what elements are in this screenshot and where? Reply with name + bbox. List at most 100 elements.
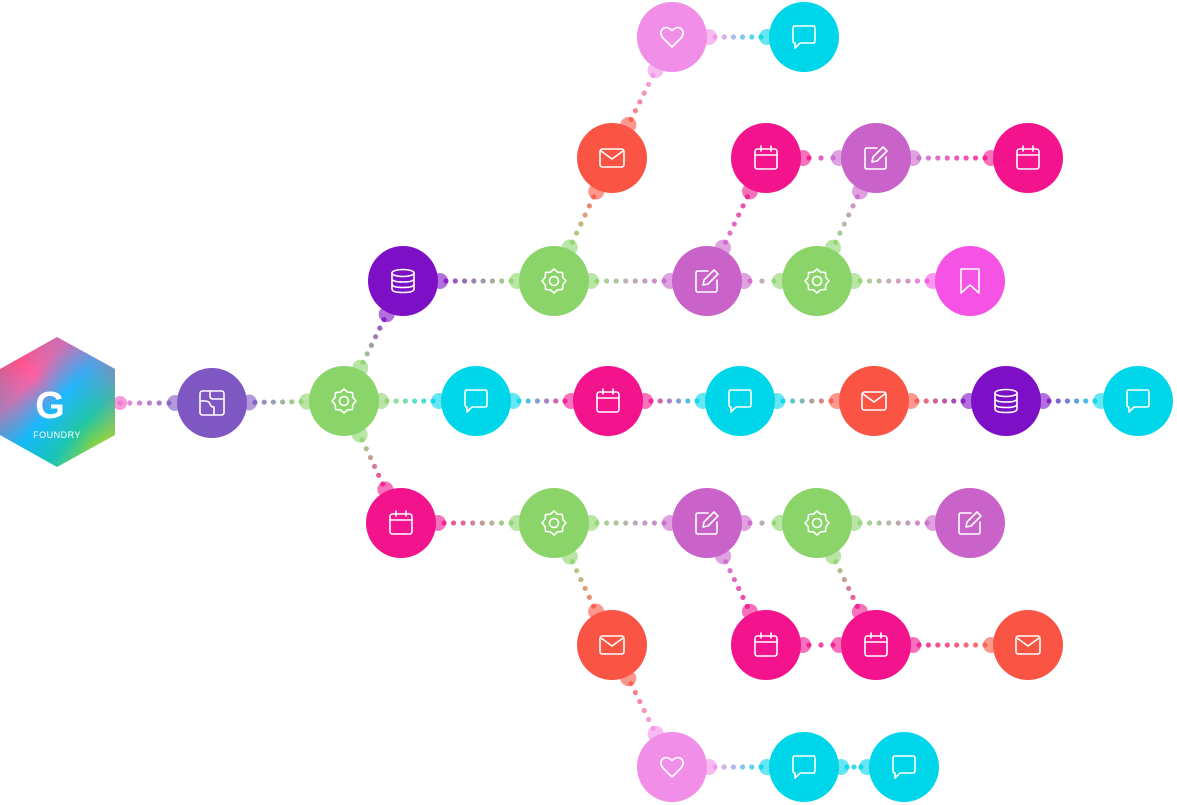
node-mail[interactable] bbox=[993, 610, 1063, 680]
node-edit[interactable] bbox=[672, 246, 742, 316]
connector-n5-n9 bbox=[583, 273, 678, 289]
node-mail[interactable] bbox=[839, 366, 909, 436]
connector-dot bbox=[727, 230, 733, 236]
connector-dot bbox=[623, 278, 629, 284]
connector-dot bbox=[676, 398, 682, 404]
connector-dot bbox=[925, 155, 932, 161]
chat-icon bbox=[792, 25, 816, 49]
output-port[interactable] bbox=[113, 396, 127, 410]
connector-dot bbox=[270, 399, 276, 405]
node-heart[interactable] bbox=[637, 2, 707, 72]
connector-dot bbox=[412, 398, 418, 404]
node-edit[interactable] bbox=[841, 123, 911, 193]
gear-icon bbox=[804, 268, 830, 294]
connector-n15-n16 bbox=[505, 393, 579, 409]
connector-dot bbox=[489, 520, 495, 526]
connector-dot bbox=[850, 203, 856, 209]
connector-dot bbox=[736, 212, 742, 218]
node-edit[interactable] bbox=[672, 488, 742, 558]
edit-icon bbox=[958, 511, 982, 535]
connector-dot bbox=[721, 34, 727, 40]
connector-dot bbox=[499, 278, 505, 284]
connector-dot bbox=[935, 155, 941, 161]
connector-dot bbox=[641, 90, 647, 96]
connector-dot bbox=[932, 398, 939, 404]
connector-dot bbox=[846, 585, 852, 592]
connector-dot bbox=[651, 520, 658, 526]
connector-n27-n28 bbox=[833, 759, 875, 775]
node-chat[interactable] bbox=[769, 2, 839, 72]
node-calendar[interactable] bbox=[993, 123, 1063, 193]
node-chat[interactable] bbox=[705, 366, 775, 436]
chat-icon bbox=[1126, 389, 1150, 413]
node-calendar[interactable] bbox=[573, 366, 643, 436]
node-database[interactable] bbox=[368, 246, 438, 316]
connector-dot bbox=[586, 594, 592, 600]
connector-dot bbox=[876, 520, 882, 526]
connector-n6-n7 bbox=[620, 62, 664, 133]
connector-dot bbox=[460, 520, 466, 526]
mail-icon bbox=[1015, 635, 1041, 655]
connector-dot bbox=[895, 278, 901, 284]
connector-n2-n3 bbox=[352, 306, 395, 376]
connector-dot bbox=[905, 520, 911, 526]
connector-n26-n27 bbox=[701, 759, 775, 775]
node-chat[interactable] bbox=[441, 366, 511, 436]
node-circle bbox=[769, 2, 839, 72]
node-gear[interactable] bbox=[519, 488, 589, 558]
connector-dot bbox=[944, 155, 950, 161]
connector-dot bbox=[730, 34, 737, 40]
connector-dot bbox=[632, 689, 638, 696]
connector-dot bbox=[376, 472, 382, 478]
calendar-icon bbox=[754, 632, 778, 657]
node-calendar[interactable] bbox=[731, 123, 801, 193]
node-circle bbox=[672, 246, 742, 316]
connector-dot bbox=[837, 230, 843, 236]
connector-dot bbox=[963, 642, 969, 648]
split-icon bbox=[199, 390, 225, 416]
foundry-logo[interactable]: G FOUNDRY bbox=[0, 337, 115, 467]
connector-dot bbox=[759, 278, 765, 284]
node-circle bbox=[769, 732, 839, 802]
node-circle bbox=[366, 488, 436, 558]
node-edit[interactable] bbox=[935, 488, 1005, 558]
node-calendar[interactable] bbox=[366, 488, 436, 558]
node-gear[interactable] bbox=[519, 246, 589, 316]
connector-dot bbox=[402, 398, 408, 404]
connector-dot bbox=[866, 520, 873, 526]
connector-dot bbox=[393, 398, 399, 404]
node-calendar[interactable] bbox=[841, 610, 911, 680]
node-heart[interactable] bbox=[637, 732, 707, 802]
node-bookmark[interactable] bbox=[935, 246, 1005, 316]
node-database[interactable] bbox=[971, 366, 1041, 436]
node-circle bbox=[637, 732, 707, 802]
logo-hexagon-overlay bbox=[0, 337, 115, 467]
connector-dot bbox=[498, 520, 505, 526]
connector-n13-n11 bbox=[825, 183, 868, 256]
connector-dot bbox=[637, 698, 643, 705]
node-circle bbox=[177, 368, 247, 438]
connector-dot bbox=[364, 351, 370, 357]
node-chat[interactable] bbox=[769, 732, 839, 802]
connector-dot bbox=[1083, 398, 1089, 404]
node-gear[interactable] bbox=[309, 366, 379, 436]
node-calendar[interactable] bbox=[731, 610, 801, 680]
connector-dot bbox=[280, 399, 286, 405]
connector-dot bbox=[886, 520, 892, 526]
node-circle bbox=[573, 366, 643, 436]
connector-n22-n29 bbox=[715, 548, 758, 620]
node-split[interactable] bbox=[177, 368, 247, 438]
node-circle bbox=[1103, 366, 1173, 436]
connector-dot bbox=[935, 642, 941, 648]
connector-dot bbox=[740, 594, 746, 600]
connector-dot bbox=[923, 398, 929, 404]
heart-icon bbox=[660, 26, 684, 48]
node-mail[interactable] bbox=[577, 123, 647, 193]
node-gear[interactable] bbox=[782, 246, 852, 316]
node-gear[interactable] bbox=[782, 488, 852, 558]
node-chat[interactable] bbox=[869, 732, 939, 802]
gear-icon bbox=[804, 510, 830, 536]
node-mail[interactable] bbox=[577, 610, 647, 680]
connector-dot bbox=[731, 221, 737, 227]
node-chat[interactable] bbox=[1103, 366, 1173, 436]
